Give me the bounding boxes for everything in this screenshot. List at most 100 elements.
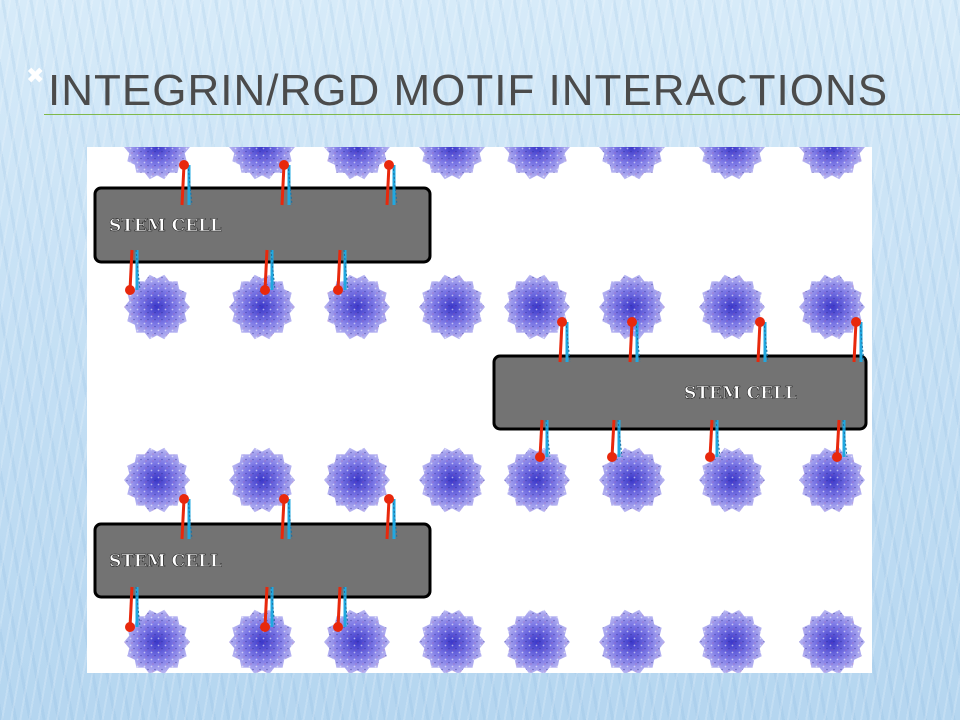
rgd-ligand [756, 321, 762, 363]
rgd-ligand [180, 164, 186, 206]
virus-particle [504, 447, 570, 513]
stem-cell-label: STEM CELL [109, 552, 222, 572]
integrin-rgd-pair [851, 317, 865, 363]
rgd-ligand-head [125, 285, 135, 295]
rgd-ligand [835, 419, 841, 458]
rgd-ligand [628, 321, 634, 363]
virus-particle [229, 447, 295, 513]
virus-particle [229, 147, 295, 180]
stem-cell: STEM CELL [492, 354, 868, 431]
stem-cell: STEM CELL [93, 522, 432, 599]
integrin-rgd-pair [260, 586, 276, 632]
rgd-ligand-head [125, 622, 135, 632]
rgd-ligand-head [260, 285, 270, 295]
rgd-ligand [263, 249, 269, 291]
virus-particle [324, 274, 390, 340]
rgd-ligand [708, 419, 714, 458]
virus-particle [699, 274, 765, 340]
integrin-rgd-pair [279, 494, 293, 540]
virus-particle [799, 609, 865, 673]
virus-particle [124, 147, 190, 180]
rgd-ligand-head [627, 317, 637, 327]
rgd-ligand [280, 164, 286, 206]
integrin-rgd-pair [125, 586, 141, 632]
diagram-panel: STEM CELL STEM CELL STEM CELL [87, 147, 872, 673]
rgd-ligand [385, 498, 391, 540]
title-bullet-icon: ✖ [26, 64, 45, 89]
virus-particle [229, 609, 295, 673]
virus-particle [504, 274, 570, 340]
integrin-rgd-pair [832, 419, 848, 462]
rgd-ligand-head [333, 622, 343, 632]
integrin-rgd-pair [384, 494, 398, 540]
integrin-rgd-pair [279, 160, 293, 206]
rgd-ligand-head [557, 317, 567, 327]
virus-particle [419, 609, 485, 673]
virus-particle [324, 147, 390, 180]
virus-particle [419, 447, 485, 513]
title-underline [44, 114, 960, 115]
rgd-ligand-head [384, 494, 394, 504]
rgd-ligand [558, 321, 564, 363]
virus-particle [419, 147, 485, 180]
virus-particle [324, 609, 390, 673]
rgd-ligand-head [179, 160, 189, 170]
virus-particle [699, 609, 765, 673]
rgd-ligand-head [851, 317, 861, 327]
rgd-ligand-head [279, 160, 289, 170]
virus-particle [699, 147, 765, 180]
virus-particle [124, 274, 190, 340]
virus-particle [799, 447, 865, 513]
virus-particle [504, 147, 570, 180]
integrin-rgd-pair [125, 249, 141, 295]
integrin-rgd-pair [705, 419, 721, 462]
virus-particle [599, 274, 665, 340]
slide-title: INTEGRIN/RGD MOTIF INTERACTIONS [48, 66, 889, 115]
rgd-ligand [128, 586, 134, 628]
rgd-ligand [336, 249, 342, 291]
rgd-ligand-head [179, 494, 189, 504]
rgd-ligand-head [279, 494, 289, 504]
virus-particle [324, 447, 390, 513]
rgd-ligand-head [535, 452, 545, 462]
virus-particle [504, 609, 570, 673]
stem-cell-body [93, 522, 432, 599]
virus-particle [419, 274, 485, 340]
rgd-ligand-head [384, 160, 394, 170]
stem-cell-body [492, 354, 868, 431]
virus-particle [124, 447, 190, 513]
integrin-rgd-pair [260, 249, 276, 295]
integrin-rgd-pair [179, 160, 193, 206]
rgd-ligand [180, 498, 186, 540]
rgd-ligand-head [832, 452, 842, 462]
integrin-rgd-pair [755, 317, 769, 363]
virus-particle [799, 274, 865, 340]
virus-particle [599, 447, 665, 513]
stem-cell-label: STEM CELL [109, 216, 222, 236]
rgd-ligand [538, 419, 544, 458]
rgd-ligand [336, 586, 342, 628]
integrin-rgd-pair [557, 317, 571, 363]
virus-particle [699, 447, 765, 513]
rgd-ligand-head [607, 452, 617, 462]
integrin-rgd-pair [627, 317, 641, 363]
integrin-rgd-pair [179, 494, 193, 540]
integrin-diagram: STEM CELL STEM CELL STEM CELL [93, 147, 868, 673]
stem-cell-label: STEM CELL [684, 384, 797, 404]
rgd-ligand [263, 586, 269, 628]
virus-particle [599, 147, 665, 180]
virus-particle [799, 147, 865, 180]
integrin-rgd-pair [607, 419, 623, 462]
rgd-ligand [128, 249, 134, 291]
rgd-ligand-head [333, 285, 343, 295]
integrin-rgd-pair [535, 419, 551, 462]
rgd-ligand [280, 498, 286, 540]
integrin-rgd-pair [333, 249, 349, 295]
rgd-ligand-head [755, 317, 765, 327]
rgd-ligand [852, 321, 858, 363]
integrin-rgd-pair [333, 586, 349, 632]
virus-particle [229, 274, 295, 340]
stem-cell-body [93, 186, 432, 264]
rgd-ligand [610, 419, 616, 458]
rgd-ligand-head [260, 622, 270, 632]
